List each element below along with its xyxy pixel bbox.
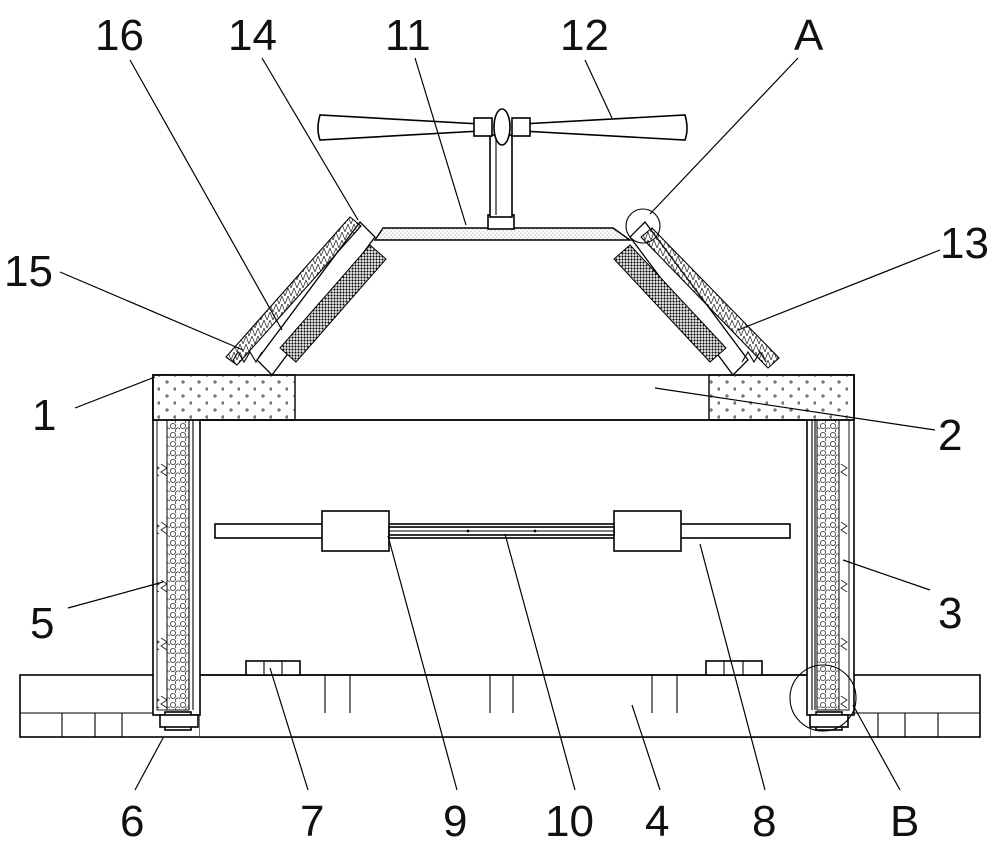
label-10: 10 [545, 797, 594, 843]
left-inclined-assembly [225, 216, 387, 376]
top-frame [152, 374, 855, 421]
label-8: 8 [752, 797, 776, 843]
label-11: 11 [385, 11, 431, 60]
label-12: 12 [560, 11, 609, 60]
right-inclined-assembly [613, 208, 780, 376]
roof-beam [373, 227, 633, 241]
label-3: 3 [938, 589, 962, 638]
label-7: 7 [300, 797, 324, 843]
t-handle [317, 108, 688, 230]
label-2: 2 [938, 411, 962, 460]
label-1: 1 [32, 391, 56, 440]
detail-b-circle [789, 664, 857, 732]
label-15: 15 [4, 247, 53, 296]
guide-rail-assembly [214, 510, 791, 552]
inner-floor [200, 660, 807, 676]
leader-lines [59, 57, 941, 791]
left-column [152, 374, 201, 731]
label-A: A [794, 11, 824, 60]
right-column [806, 374, 855, 731]
reference-labels: 16 14 11 12 A 13 15 1 2 3 5 6 7 9 10 4 8… [4, 11, 989, 843]
label-14: 14 [228, 11, 277, 60]
label-4: 4 [645, 797, 669, 843]
label-16: 16 [95, 11, 144, 60]
label-13: 13 [940, 219, 989, 268]
label-6: 6 [120, 797, 144, 843]
label-5: 5 [30, 599, 54, 648]
label-B: B [890, 797, 919, 843]
label-9: 9 [443, 797, 467, 843]
